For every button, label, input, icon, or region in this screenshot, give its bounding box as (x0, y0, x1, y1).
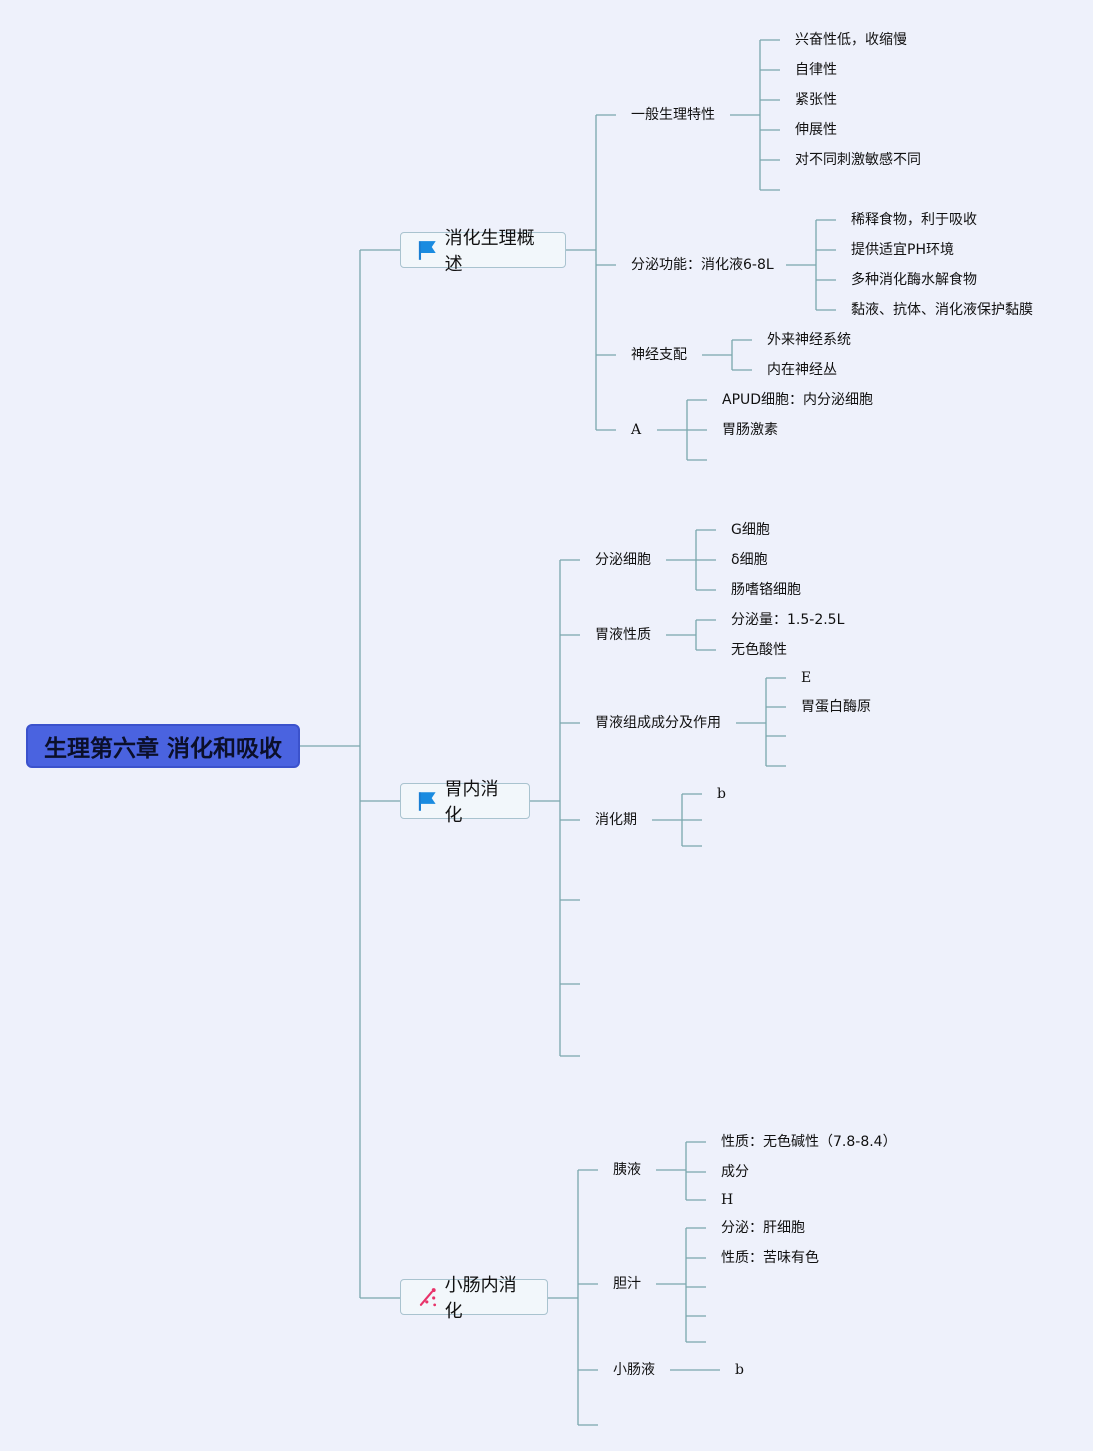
leaf-pancreatic-2[interactable]: 成分 (721, 1164, 749, 1180)
leaf-nerve-2[interactable]: 内在神经丛 (767, 362, 837, 378)
leaf-bile-2[interactable]: 性质：苦味有色 (721, 1250, 819, 1266)
topic-overview[interactable]: 消化生理概述 (400, 228, 566, 275)
leaf-composition-2[interactable]: 胃蛋白酶原 (801, 699, 871, 715)
leaf-juice-1[interactable]: 分泌量：1.5-2.5L (731, 612, 845, 628)
subtopic-bile[interactable]: 胆汁 (613, 1276, 641, 1292)
leaf-cells-1[interactable]: G细胞 (731, 522, 770, 538)
leaf-nerve-1[interactable]: 外来神经系统 (767, 332, 851, 348)
leaf-secretion-1[interactable]: 稀释食物，利于吸收 (851, 212, 977, 228)
topic-stomach[interactable]: 胃内消化 (400, 779, 530, 826)
subtopic-composition[interactable]: 胃液组成成分及作用 (595, 715, 721, 731)
topic-intestine[interactable]: 小肠内消化 (400, 1275, 548, 1322)
leaf-composition-1[interactable]: E (801, 670, 812, 686)
subtopic-phase[interactable]: 消化期 (595, 812, 637, 828)
leaf-cells-3[interactable]: 肠嗜铬细胞 (731, 582, 801, 598)
leaf-bile-1[interactable]: 分泌：肝细胞 (721, 1220, 805, 1236)
leaf-pancreatic-1[interactable]: 性质：无色碱性（7.8-8.4） (721, 1134, 897, 1150)
leaf-general-2[interactable]: 自律性 (795, 62, 837, 78)
topic-stomach-label: 胃内消化 (444, 779, 499, 826)
subtopic-a[interactable]: A (631, 422, 642, 438)
subtopic-secretion[interactable]: 分泌功能：消化液6-8L (631, 257, 774, 273)
root-topic[interactable]: 生理第六章 消化和吸收 (26, 724, 300, 768)
root-topic-label: 生理第六章 消化和吸收 (43, 736, 282, 762)
blue-flag-icon (418, 241, 436, 260)
leaf-general-4[interactable]: 伸展性 (795, 122, 837, 138)
subtopic-juice[interactable]: 胃液性质 (595, 627, 651, 643)
leaf-phase-1[interactable]: b (717, 786, 726, 802)
leaf-small-1[interactable]: b (735, 1362, 744, 1378)
subtopic-nerve[interactable]: 神经支配 (631, 347, 687, 363)
subtopic-pancreatic[interactable]: 胰液 (613, 1162, 641, 1178)
leaf-cells-2[interactable]: δ细胞 (731, 552, 768, 568)
leaf-secretion-4[interactable]: 黏液、抗体、消化液保护黏膜 (851, 302, 1033, 318)
blue-flag-icon (418, 792, 436, 811)
subtopic-general[interactable]: 一般生理特性 (631, 107, 715, 123)
topic-overview-label: 消化生理概述 (444, 228, 535, 275)
topic-intestine-label: 小肠内消化 (444, 1275, 517, 1322)
leaf-general-3[interactable]: 紧张性 (795, 92, 837, 108)
leaf-secretion-3[interactable]: 多种消化酶水解食物 (851, 272, 977, 288)
subtopic-small-intestine-juice[interactable]: 小肠液 (613, 1362, 655, 1378)
leaf-a-2[interactable]: 胃肠激素 (722, 422, 778, 438)
leaf-a-1[interactable]: APUD细胞：内分泌细胞 (722, 392, 874, 408)
leaf-general-5[interactable]: 对不同刺激敏感不同 (795, 152, 921, 168)
leaf-pancreatic-3[interactable]: H (721, 1192, 734, 1208)
subtopic-cells[interactable]: 分泌细胞 (595, 552, 651, 568)
leaf-general-1[interactable]: 兴奋性低，收缩慢 (795, 32, 907, 48)
leaf-secretion-2[interactable]: 提供适宜PH环境 (851, 242, 954, 258)
pink-sparkle-icon (419, 1288, 437, 1307)
leaf-juice-2[interactable]: 无色酸性 (731, 642, 787, 658)
